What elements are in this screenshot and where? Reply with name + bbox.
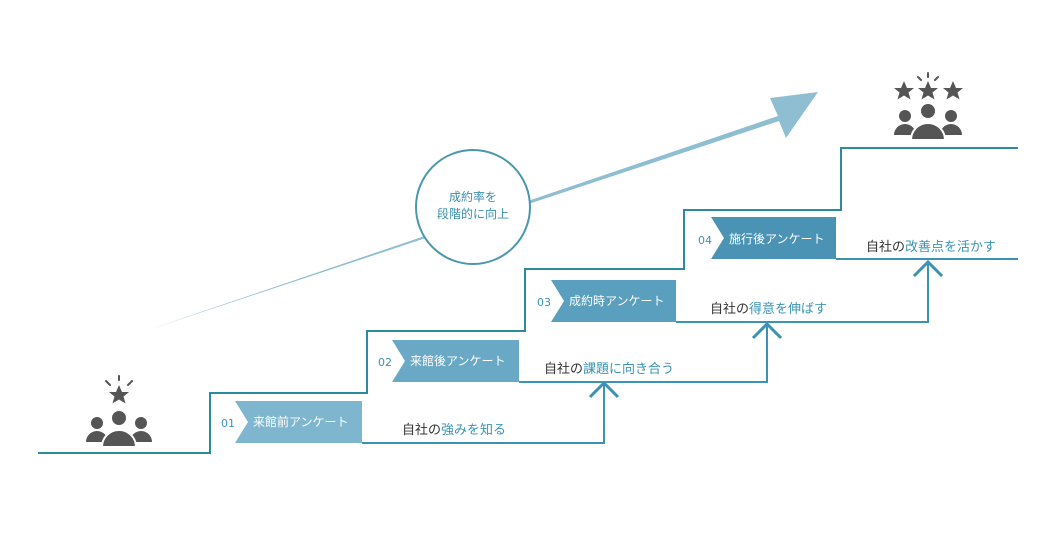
center-label-line2: 段階的に向上	[437, 206, 509, 221]
person-group-three-stars-icon	[894, 72, 963, 141]
center-label-line1: 成約率を	[449, 189, 497, 204]
step-number: 03	[537, 296, 551, 309]
step-box-01: 01 来館前アンケート	[217, 401, 362, 443]
step-box-04: 04 施行後アンケート	[693, 217, 836, 259]
up-arrow-icon	[588, 259, 944, 399]
step-number: 01	[221, 417, 235, 430]
step-box-02: 02 来館後アンケート	[374, 340, 519, 382]
result-label-04: 自社の改善点を活かす	[866, 239, 996, 255]
step-title: 施行後アンケート	[729, 232, 825, 246]
step-title: 来館前アンケート	[253, 414, 349, 429]
step-title: 来館後アンケート	[410, 353, 506, 368]
result-label-03: 自社の得意を伸ばす	[710, 301, 827, 317]
step-title: 成約時アンケート	[569, 293, 665, 308]
step-number: 04	[698, 234, 712, 247]
result-label-01: 自社の強みを知る	[402, 422, 506, 438]
connector-lines	[362, 258, 1018, 444]
result-label-02: 自社の課題に向き合う	[544, 361, 674, 377]
step-number: 02	[378, 356, 392, 369]
center-circle: 成約率を 段階的に向上	[415, 149, 531, 265]
staircase-line	[38, 147, 1018, 454]
step-box-03: 03 成約時アンケート	[533, 280, 676, 322]
person-group-single-star-icon	[86, 375, 152, 448]
